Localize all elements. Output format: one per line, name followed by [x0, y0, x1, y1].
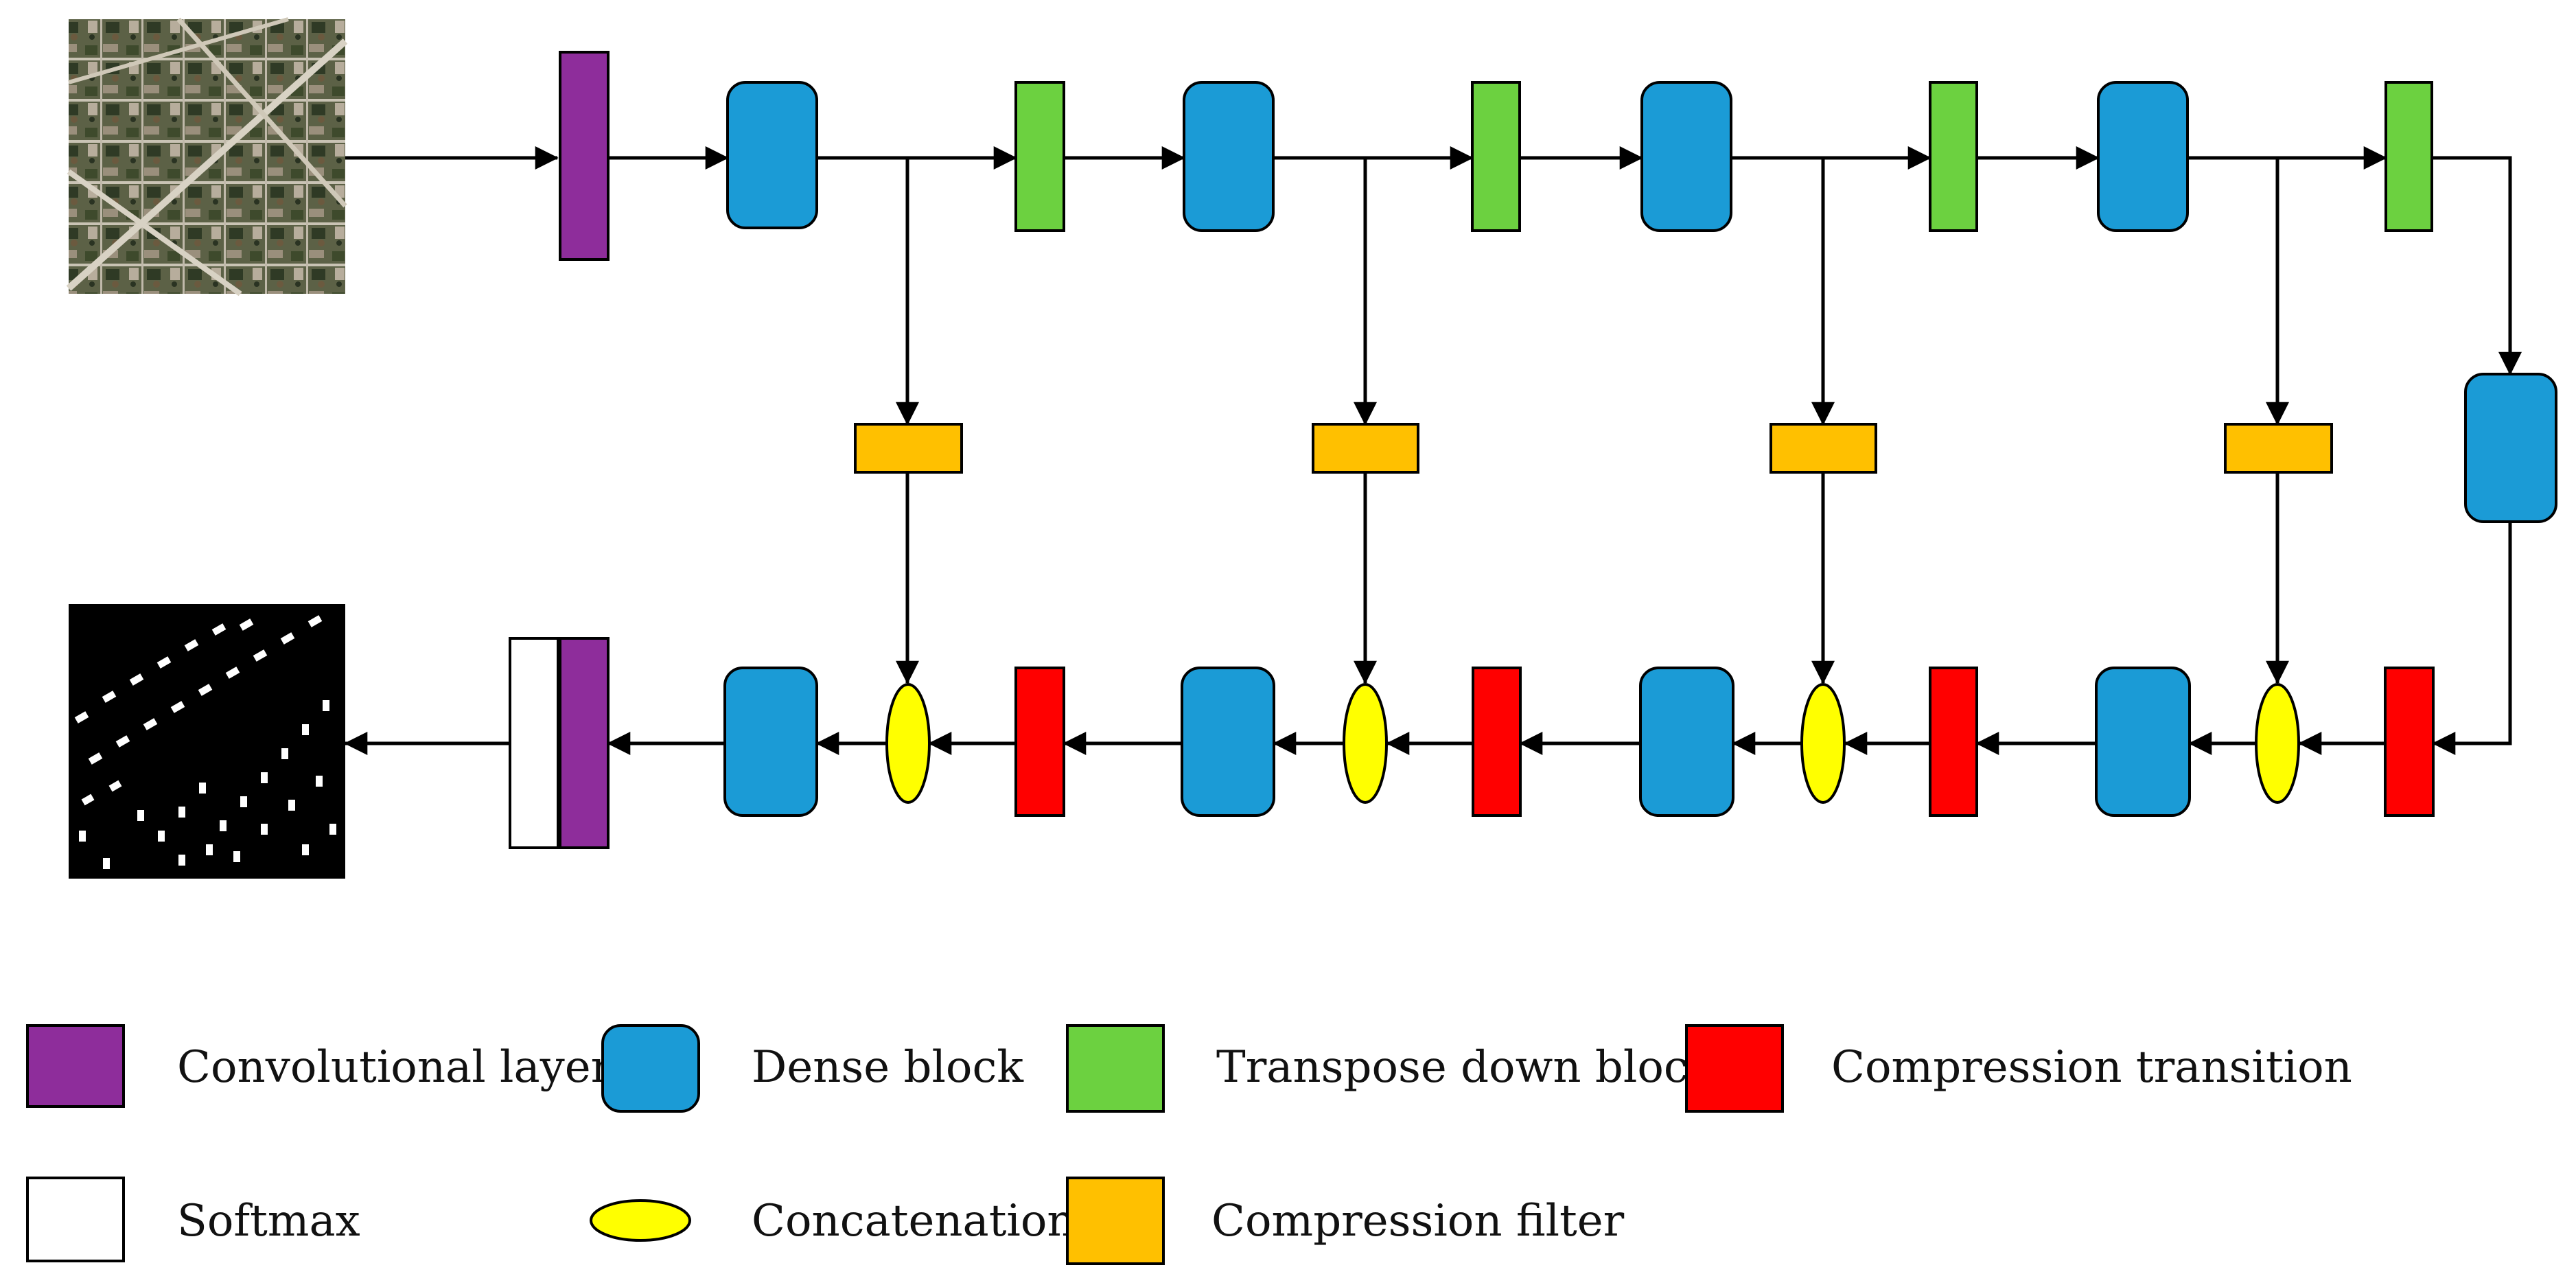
- transpose-down-block: [1471, 81, 1521, 232]
- conv-layer-output: [559, 637, 610, 849]
- legend-swatch-concatenation: [590, 1199, 691, 1242]
- dense-block: [2097, 81, 2189, 232]
- encoder-row: [559, 51, 2433, 261]
- dense-block: [1181, 667, 1275, 817]
- legend-item-transpose-down: Transpose down block: [1066, 1024, 1716, 1113]
- legend-label-conv: Convolutional layer: [177, 1042, 612, 1093]
- legend-swatch-softmax: [26, 1177, 125, 1262]
- arrow-td4-to-bottleneck: [2432, 156, 2522, 375]
- legend-item-compression-filter: Compression filter: [1066, 1177, 1625, 1265]
- legend-item-concatenation: Concatenation: [590, 1196, 1076, 1247]
- dense-block: [1183, 81, 1275, 232]
- legend-label-dense: Dense block: [752, 1042, 1024, 1093]
- input-aerial-image: [66, 17, 348, 297]
- legend-swatch-transpose-down: [1066, 1024, 1165, 1113]
- legend-label-transpose-down: Transpose down block: [1216, 1042, 1716, 1093]
- legend-label-concatenation: Concatenation: [752, 1196, 1076, 1247]
- compression-filter: [1769, 423, 1877, 474]
- dense-block-bottleneck: [2464, 373, 2557, 523]
- dense-block: [726, 81, 818, 229]
- connectors: [344, 146, 2522, 755]
- concatenation: [1343, 683, 1388, 804]
- legend-swatch-compression-filter: [1066, 1177, 1165, 1265]
- compression-transition: [1929, 667, 1978, 817]
- legend-item-compression-transition: Compression transition: [1685, 1024, 2352, 1113]
- transpose-down-block: [2384, 81, 2433, 232]
- compression-transition: [1472, 667, 1522, 817]
- output-mask-image: [69, 604, 345, 879]
- legend-label-softmax: Softmax: [177, 1196, 360, 1247]
- transpose-down-block: [1014, 81, 1065, 232]
- concatenation: [885, 683, 931, 804]
- compression-transition: [2384, 667, 2435, 817]
- legend-swatch-compression-transition: [1685, 1024, 1784, 1113]
- legend-label-compression-transition: Compression transition: [1831, 1042, 2352, 1093]
- dense-block: [2095, 667, 2191, 817]
- legend-label-compression-filter: Compression filter: [1211, 1196, 1625, 1247]
- legend-swatch-dense: [601, 1024, 700, 1113]
- transpose-down-block: [1929, 81, 1978, 232]
- legend-item-softmax: Softmax: [26, 1177, 360, 1262]
- compression-transition: [1014, 667, 1065, 817]
- compression-filter: [854, 423, 963, 474]
- legend: Convolutional layer Dense block Transpos…: [26, 1024, 2352, 1265]
- legend-swatch-conv: [26, 1024, 125, 1108]
- concatenation: [1800, 683, 1846, 804]
- legend-item-conv: Convolutional layer: [26, 1024, 612, 1108]
- legend-item-dense: Dense block: [601, 1024, 1024, 1113]
- softmax-layer: [509, 637, 559, 849]
- compression-filter: [1312, 423, 1419, 474]
- concatenation: [2255, 683, 2300, 804]
- compression-filter: [2224, 423, 2333, 474]
- dense-block: [723, 667, 818, 817]
- decoder-row: [509, 637, 2435, 849]
- arrow-bottleneck-to-ct4: [2432, 522, 2512, 755]
- skip-filters: [854, 373, 2557, 523]
- conv-layer-input: [559, 51, 610, 261]
- dense-block: [1640, 81, 1732, 232]
- dense-block: [1639, 667, 1734, 817]
